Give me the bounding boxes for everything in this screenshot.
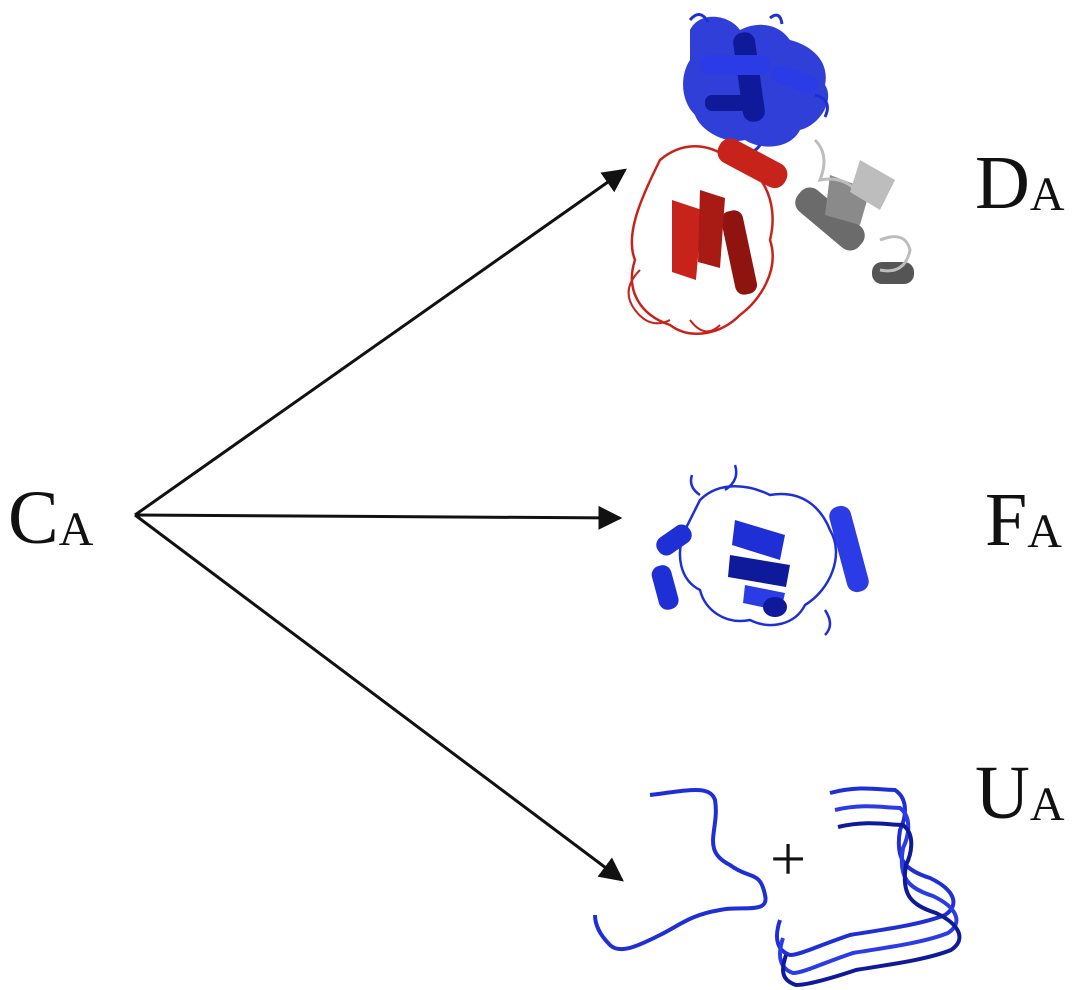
label-u-a: UA (975, 751, 1065, 835)
f-a-folded-protein (651, 464, 869, 636)
label-c-a: CA (8, 476, 94, 560)
arrow-to-u (134, 513, 624, 882)
arrow-to-d (134, 168, 627, 517)
arrows (134, 168, 627, 882)
arrow-to-f (134, 505, 623, 530)
d-a-blue-domain (683, 13, 829, 154)
u-a-unfolded-chain-left (593, 788, 768, 952)
d-a-grey-domain (795, 138, 914, 284)
plus-sign: + (770, 823, 806, 894)
label-d-a: DA (975, 141, 1065, 225)
d-a-red-domain (627, 138, 788, 335)
label-f-a: FA (985, 478, 1062, 562)
u-a-unfolded-chain-right (775, 786, 962, 988)
